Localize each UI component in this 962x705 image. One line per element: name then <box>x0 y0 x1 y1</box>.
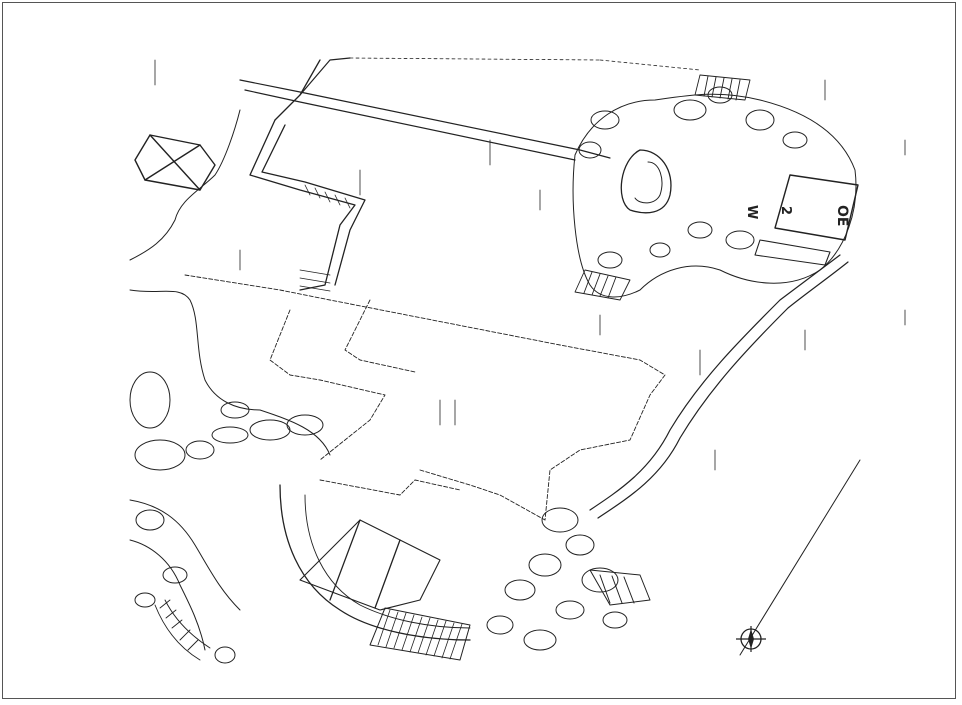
east-access-road <box>589 254 849 519</box>
west-stair-structure <box>249 59 366 292</box>
southwest-stair <box>154 599 211 661</box>
annotation-marks <box>154 59 906 471</box>
north-fence-lines <box>239 57 701 161</box>
north-arrow-icon <box>736 626 766 652</box>
northeast-stairs <box>574 74 751 301</box>
south-amphitheatre <box>279 484 471 641</box>
code-label-w: W <box>744 205 759 219</box>
northwest-building <box>134 134 216 191</box>
western-woodland <box>129 109 331 664</box>
survey-line <box>739 459 861 656</box>
southeast-boulders <box>486 507 651 651</box>
pergola <box>369 607 471 661</box>
central-terrace-outline <box>184 274 666 521</box>
northeast-pond-area <box>572 86 859 298</box>
code-label-2: 2 <box>778 206 793 215</box>
code-label-oe: OE <box>834 205 850 226</box>
